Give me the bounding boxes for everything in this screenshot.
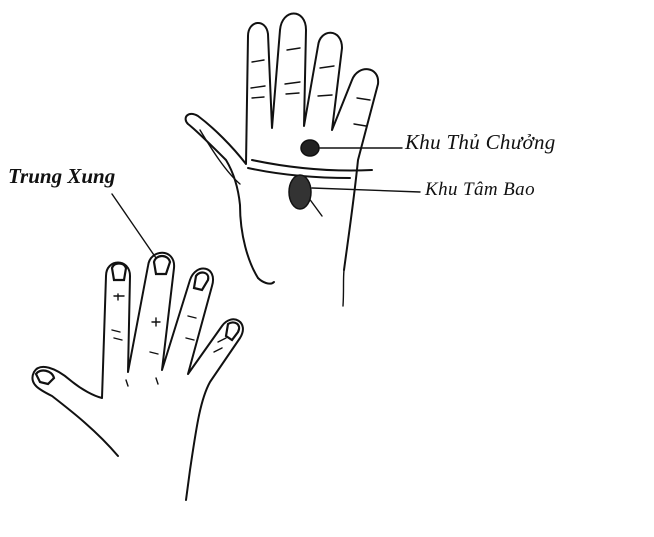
leader-line-tam-bao [312, 188, 420, 192]
palm-hand [186, 14, 420, 307]
label-khu-tam-bao: Khu Tâm Bao [425, 180, 535, 199]
back-hand-outline [32, 253, 243, 500]
label-trung-xung: Trung Xung [8, 166, 115, 187]
nail-little [226, 322, 239, 340]
nail-ring [194, 273, 208, 290]
wrist-line-right [343, 270, 344, 306]
leader-line-trung-xung [112, 194, 156, 258]
back-hand [32, 194, 243, 500]
label-khu-thu-chuong: Khu Thủ Chưởng [405, 132, 556, 153]
palm-outline [186, 14, 379, 279]
khu-thu-chuong-spot [301, 140, 319, 156]
nail-thumb [36, 371, 54, 384]
khu-tam-bao-spot [289, 175, 311, 209]
palm-crease-upper [252, 160, 372, 171]
nail-index [112, 264, 126, 281]
wrist-line-left [258, 278, 274, 284]
nail-middle [154, 256, 170, 274]
